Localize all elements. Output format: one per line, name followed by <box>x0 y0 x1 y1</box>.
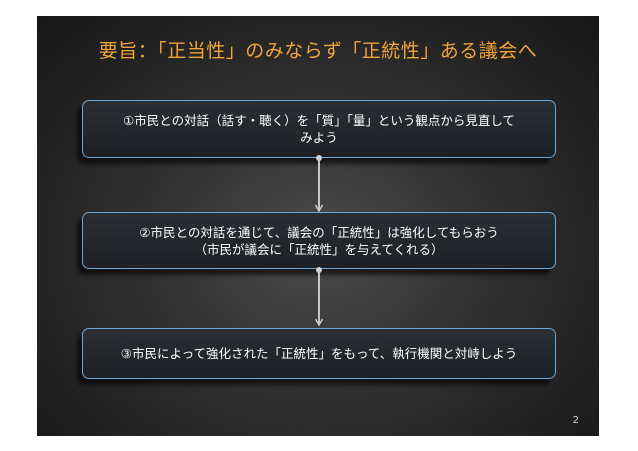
step-3-box: ③市民によって強化された「正統性」をもって、執行機関と対峙しよう <box>82 328 556 379</box>
slide: 要旨：「正当性」のみならず「正統性」ある議会へ ①市民との対話（話す・聴く）を「… <box>37 16 599 436</box>
step-1-box: ①市民との対話（話す・聴く）を「質」「量」という観点から見直して みよう <box>82 100 556 158</box>
step-2-box: ②市民との対話を通じて、議会の「正統性」は強化してもらおう （市民が議会に「正統… <box>82 212 556 269</box>
slide-title: 要旨：「正当性」のみならず「正統性」ある議会へ <box>98 40 538 62</box>
connector-arrow-1 <box>315 154 323 214</box>
step-2-line-2: （市民が議会に「正統性」を与えてくれる） <box>194 241 444 257</box>
connector-arrow-2 <box>315 266 323 328</box>
step-2-line-1: ②市民との対話を通じて、議会の「正統性」は強化してもらおう <box>139 224 499 240</box>
step-1-line-1: ①市民との対話（話す・聴く）を「質」「量」という観点から見直して <box>123 113 515 128</box>
page-number: 2 <box>572 415 579 426</box>
step-1-line-2: みよう <box>300 130 338 145</box>
step-3-line-1: ③市民によって強化された「正統性」をもって、執行機関と対峙しよう <box>120 346 518 361</box>
